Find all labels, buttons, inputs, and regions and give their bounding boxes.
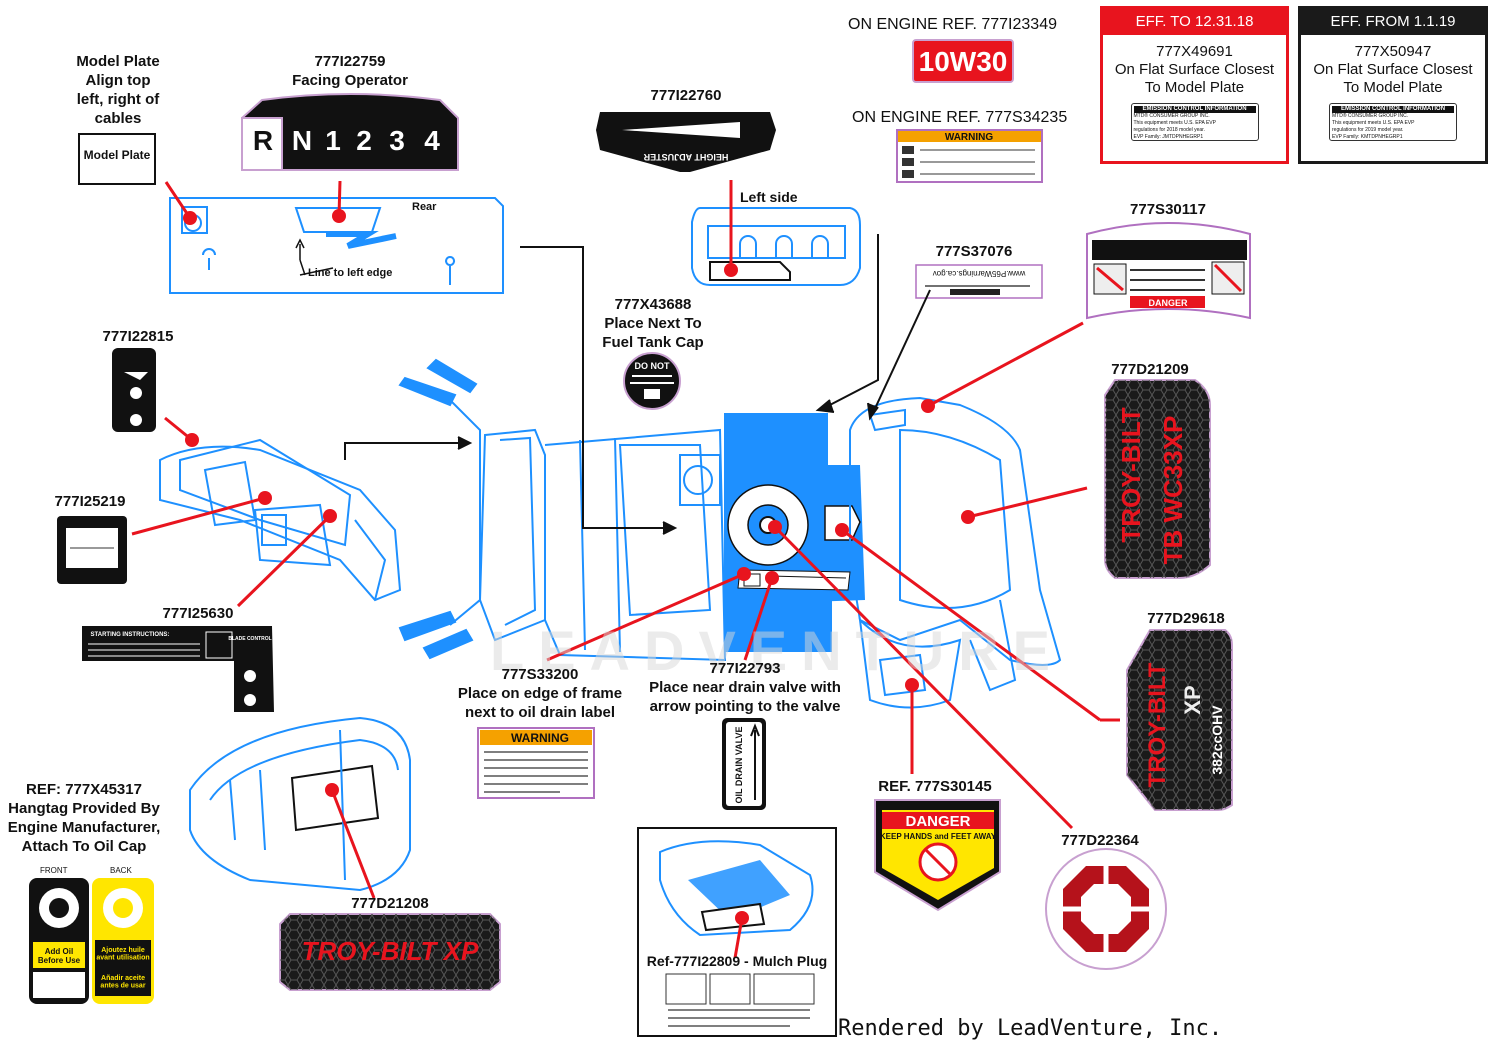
label-777S30117: 777S30117 <box>1130 201 1206 218</box>
fuel-do-not-text: DO NOT <box>635 361 671 371</box>
prop65-decal: www.P65Warnings.ca.gov <box>915 264 1043 299</box>
oil-10w30-decal: 10W30 <box>912 39 1014 83</box>
gear-2: 2 <box>356 125 372 156</box>
on-engine-ref-2: ON ENGINE REF. 777S34235 <box>852 109 1068 126</box>
height-adjuster-decal: HEIGHT ADJUSTER <box>596 112 776 172</box>
label-777I22759: 777I22759 Facing Operator <box>292 53 408 89</box>
gear-3: 3 <box>389 125 405 156</box>
eff-from-header: EFF. FROM 1.1.19 <box>1301 9 1485 35</box>
oil-10w30-text: 10W30 <box>919 46 1008 77</box>
label-777D21209: 777D21209 <box>1111 361 1189 378</box>
callout-lines-red <box>131 180 1120 959</box>
model-plate-box <box>78 133 156 185</box>
emission-label-2018-body: MTD® CONSUMER GROUP INC. This equipment … <box>1133 113 1216 140</box>
emission-label-2018-head: EMISSION CONTROL INFORMATION <box>1133 106 1256 113</box>
frame-warning-word: WARNING <box>511 731 569 745</box>
mower-outline <box>159 358 1062 709</box>
on-engine-ref-1: ON ENGINE REF. 777I23349 <box>848 16 1057 33</box>
credit-text: Rendered by LeadVenture, Inc. <box>838 1016 1223 1041</box>
danger-word: DANGER <box>1148 298 1188 308</box>
model-plate-box-label: Model Plate <box>83 148 151 162</box>
ref-777S30145: REF. 777S30145 <box>878 778 992 795</box>
troybilt-xp-text: TROY-BILT XP <box>302 936 479 966</box>
callout-arrows-black <box>344 234 931 535</box>
label-777I25219: 777I25219 <box>54 493 126 510</box>
mulch-plug-label: Ref-777I22809 - Mulch Plug <box>646 953 828 969</box>
label-777I22760: 777I22760 <box>650 87 722 104</box>
label-777D29618: 777D29618 <box>1147 610 1225 627</box>
hour-gauge-decal <box>57 516 127 584</box>
starting-instructions-text: STARTING INSTRUCTIONS: <box>91 632 170 638</box>
left-side-label: Left side <box>740 189 798 205</box>
oil-drain-valve-text: OIL DRAIN VALVE <box>734 726 744 803</box>
emission-label-2019-body: MTD® CONSUMER GROUP INC. This equipment … <box>1332 113 1415 140</box>
gear-decal: R N 1 2 3 4 <box>241 93 459 171</box>
keep-hands-away-decal: DANGER KEEP HANDS and FEET AWAY <box>874 799 1001 912</box>
danger-decal-777S30117: DANGER <box>1086 222 1251 320</box>
gear-n: N <box>292 125 312 156</box>
label-777S33200: 777S33200 Place on edge of frame next to… <box>457 666 623 721</box>
model-plate-note: Model Plate Align top left, right of cab… <box>76 53 160 127</box>
left-side-handle <box>691 207 861 286</box>
blade-control-text: BLADE CONTROL <box>228 636 271 642</box>
gear-r: R <box>253 125 273 156</box>
eff-from-box: EFF. FROM 1.1.19 777X50947 On Flat Surfa… <box>1298 6 1488 164</box>
xp-text: XP <box>1180 685 1205 714</box>
frame-warning-decal: WARNING <box>477 727 595 799</box>
hangtag-front-label: FRONT <box>40 866 68 875</box>
label-777S37076: 777S37076 <box>935 243 1013 260</box>
drive-control-decal <box>112 348 156 432</box>
bag-outline <box>189 716 411 892</box>
starting-instructions-decal: STARTING INSTRUCTIONS: BLADE CONTROL <box>82 626 274 712</box>
troybilt-xp-decal: TROY-BILT XP <box>279 913 501 991</box>
fuel-do-not-decal: DO NOT <box>623 352 681 410</box>
mulch-plug-inset <box>637 827 837 1037</box>
keep-hands-text: KEEP HANDS and FEET AWAY <box>880 832 997 841</box>
emission-label-2019: EMISSION CONTROL INFORMATION MTD® CONSUM… <box>1329 103 1457 141</box>
cc-ohv-text: 382ccOHV <box>1209 705 1225 775</box>
troybilt-octagon-decal <box>1045 848 1167 970</box>
xp-series-decal: TROY-BILT XP 382ccOHV <box>1126 629 1233 811</box>
rear-label: Rear <box>412 201 437 213</box>
engine-warning-decal: WARNING <box>896 129 1043 183</box>
eff-to-header: EFF. TO 12.31.18 <box>1103 9 1286 35</box>
eff-to-text: 777X49691 On Flat Surface Closest To Mod… <box>1114 43 1275 96</box>
gear-1: 1 <box>325 125 341 156</box>
label-777I25630: 777I25630 <box>162 605 234 622</box>
tb-wc33xp-decal: TROY-BILT TB WC33XP <box>1104 379 1211 579</box>
tb-wc33xp-text: TB WC33XP <box>1158 416 1188 565</box>
emission-label-2018: EMISSION CONTROL INFORMATION MTD® CONSUM… <box>1130 103 1259 141</box>
watermark: LEADVENTURE <box>490 619 1065 682</box>
tb-troybilt-text: TROY-BILT <box>1116 407 1146 542</box>
label-777X43688: 777X43688 Place Next To Fuel Tank Cap <box>602 296 704 351</box>
eff-to-box: EFF. TO 12.31.18 777X49691 On Flat Surfa… <box>1100 6 1289 164</box>
height-adjuster-text: HEIGHT ADJUSTER <box>643 152 728 162</box>
hangtag-back-label: BACK <box>110 866 132 875</box>
xp-troybilt-text: TROY-BILT <box>1144 662 1171 787</box>
label-777I22815: 777I22815 <box>102 328 174 345</box>
oil-drain-valve-decal: OIL DRAIN VALVE <box>722 718 766 810</box>
label-777I22793: 777I22793 Place near drain valve with ar… <box>649 660 841 715</box>
keep-hands-danger-word: DANGER <box>905 813 970 830</box>
label-777D21208: 777D21208 <box>351 895 429 912</box>
engine-warning-word: WARNING <box>945 132 994 143</box>
ref-777X45317: REF: 777X45317 Hangtag Provided By Engin… <box>7 781 161 855</box>
callout-dots-red <box>183 209 975 925</box>
gear-4: 4 <box>424 125 440 156</box>
eff-from-text: 777X50947 On Flat Surface Closest To Mod… <box>1313 43 1473 96</box>
prop65-text: www.P65Warnings.ca.gov <box>933 269 1027 278</box>
emission-label-2019-head: EMISSION CONTROL INFORMATION <box>1332 106 1454 113</box>
line-left-label: Line to left edge <box>308 267 393 279</box>
label-777D22364: 777D22364 <box>1061 832 1139 849</box>
